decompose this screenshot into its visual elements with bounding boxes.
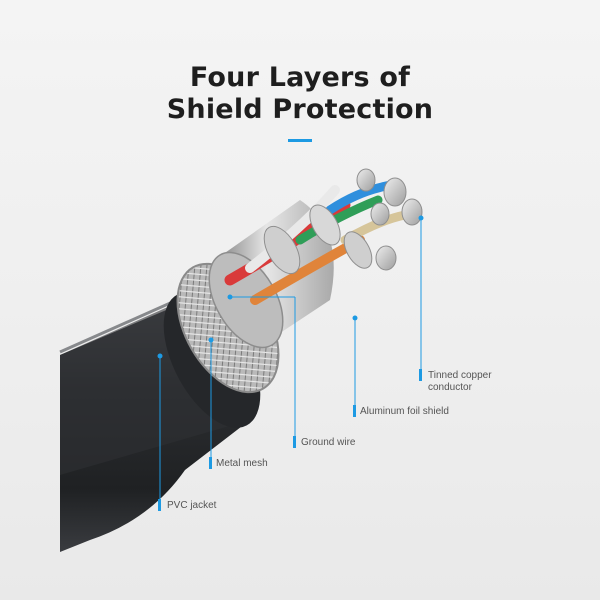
page-title: Four Layers of Shield Protection (0, 62, 600, 126)
callout-tinned-copper: Tinned copper conductor (428, 370, 492, 394)
pvc-jacket-marker (158, 499, 161, 511)
title-line-1: Four Layers of (189, 62, 411, 93)
callout-aluminum-foil: Aluminum foil shield (360, 406, 449, 417)
title-line-2: Shield Protection (166, 94, 434, 125)
copper-conductor-shape (356, 168, 423, 271)
ground-wire-marker (293, 436, 296, 448)
aluminum-foil-marker (353, 405, 356, 417)
title-underline (288, 139, 312, 142)
callout-pvc-jacket: PVC jacket (167, 500, 217, 511)
leader-lines (157, 215, 424, 505)
tinned-copper-label-line2: conductor (428, 382, 472, 393)
metal-mesh-marker (209, 457, 212, 469)
callout-metal-mesh: Metal mesh (216, 458, 268, 469)
tinned-copper-label-line1: Tinned copper (428, 370, 492, 381)
callout-ground-wire: Ground wire (301, 437, 356, 448)
tinned-copper-marker (419, 369, 422, 381)
